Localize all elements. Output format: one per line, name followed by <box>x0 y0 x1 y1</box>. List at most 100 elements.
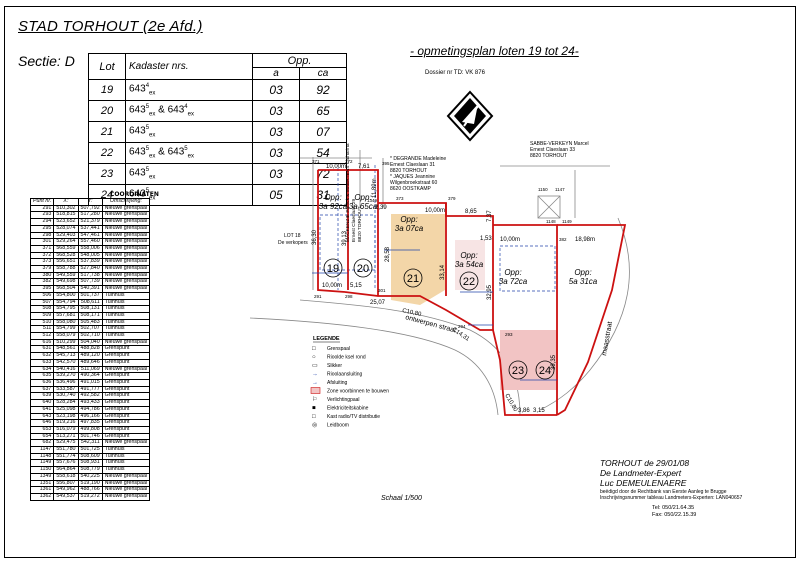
kad-extra-sub: ex <box>187 153 194 160</box>
lot-number-label: 22 <box>463 276 475 288</box>
dim-label: 28,58 <box>385 246 391 262</box>
legend-item-label: Kast radio/TV distributie <box>327 414 380 420</box>
legend-swatch <box>310 387 321 394</box>
dim-label: C10,80 <box>402 308 423 318</box>
kadaster-number: 6435ex <box>125 184 253 206</box>
point-number: 301 <box>378 288 386 293</box>
signature-fax: Fax: 050/22.15.39 <box>652 512 697 518</box>
section-label: Sectie: D <box>18 53 75 69</box>
coordinates-caption: COORDINATEN <box>110 191 159 198</box>
legend-symbol-icon: □ <box>312 346 316 352</box>
owner-line: SABBE-VERKEYN Marcel <box>530 141 589 147</box>
point-number: 1147 <box>555 187 565 192</box>
owner-line: 8820 TORHOUT <box>530 153 567 159</box>
kad-sup: 5 <box>145 104 150 111</box>
dim-label: 3,15 <box>533 408 545 414</box>
lot-21-build-zone <box>391 214 445 305</box>
dim-label: 3,86 <box>518 408 530 414</box>
owner-line: Ernest Claeslaan 31 <box>390 162 435 168</box>
signature-registration: Inschrijvingsnummer tableau Landmeters-E… <box>600 495 743 501</box>
legend-item-label: Elektriciteitskabine <box>327 406 369 412</box>
coords-cell: 549,537 <box>53 492 79 501</box>
point-numbers: 371 372 395 373 379 382 291 298 294 293 … <box>312 159 572 337</box>
lot-number-label: 23 <box>512 365 524 377</box>
kad-extra-sup: 5 <box>184 146 188 153</box>
legend-symbol-icon: ⚐ <box>312 396 317 403</box>
legend-symbol-icon: ■ <box>312 406 316 412</box>
dim-label: 33,14 <box>440 264 446 280</box>
kad-base: 643 <box>129 167 146 179</box>
point-number: 373 <box>396 196 404 201</box>
dim-label: 7,37 <box>487 210 493 222</box>
legend-item: →Afsluiting <box>312 380 348 386</box>
scale-label: Schaal 1/500 <box>381 495 422 502</box>
kad-sub: ex <box>149 90 156 97</box>
signature-date: TORHOUT de 29/01/08 <box>600 458 690 468</box>
dim-label: 10,00m <box>326 164 346 170</box>
dim-label: 10,00m <box>500 237 520 243</box>
owner-line: 8820 TORHOUT <box>390 168 427 174</box>
kad-base: 643 <box>129 83 146 95</box>
lot-area-value: 5a 31ca <box>569 277 598 286</box>
lot-18-line: De verkopers <box>278 240 308 246</box>
owner-line: Wilgenbroekstraat 60 <box>390 180 437 186</box>
point-number: 379 <box>448 196 456 201</box>
lot-18-line: LOT 18 <box>284 233 301 239</box>
dim-label: 25,07 <box>370 300 386 306</box>
lot-18-label: LOT 18 De verkopers <box>278 233 308 246</box>
dim-label: 1,53 <box>480 236 492 242</box>
legend: LEGENDE □Grenspaal○Rioolde ksel rond▭Sli… <box>310 336 389 429</box>
point-number: 294 <box>458 324 466 329</box>
legend-item-label: Rioolaansluiting <box>327 372 363 378</box>
lot-number-label: 20 <box>357 263 369 275</box>
lot-area-value: 3a 65ca <box>349 202 378 211</box>
lot-area-title: Opp: <box>324 193 341 202</box>
kad-extra: & 643 <box>158 104 185 116</box>
owner-line: 8820 TORHOUT <box>357 206 363 242</box>
legend-item-label: Slikker <box>327 363 342 369</box>
legend-title: LEGENDE <box>313 336 340 342</box>
owner-line: * JAQUES Jeannine <box>390 174 435 180</box>
signature-contact: Tel: 050/21.64.35 Fax: 050/22.15.39 <box>652 505 696 519</box>
lot-area-value: 3a 54ca <box>455 260 484 269</box>
owner-line: Ernest Claeslaan 29 <box>351 198 357 242</box>
kad-sup: 5 <box>145 125 150 132</box>
kad-sup: 5 <box>145 167 150 174</box>
street-label-maasstraat: maasstraat <box>601 321 614 356</box>
legend-symbol-icon: ◎ <box>312 423 317 429</box>
kad-sup: 5 <box>145 146 150 153</box>
legend-symbol-icon: ▭ <box>312 363 318 369</box>
lot-number-label: 19 <box>327 263 339 275</box>
signature-oath: beëdigd door de Rechtbank van Eerste Aan… <box>600 489 727 495</box>
dim-label: 18,98m <box>575 237 595 243</box>
owner-line: MACKENZIE Patrick & MAERTENS Catharina <box>345 143 351 242</box>
measurement-lines <box>312 249 557 381</box>
lot-area-title: Opp: <box>400 215 417 224</box>
lot-circle <box>508 360 528 380</box>
area-a: 05 <box>252 184 300 206</box>
legend-item: ⚐Verlichtingpaal <box>312 396 360 403</box>
kad-base: 643 <box>129 188 146 200</box>
dim-label: 10,00m <box>322 283 342 289</box>
kad-base: 643 <box>129 104 146 116</box>
area-a: 03 <box>252 163 300 185</box>
page-title: STAD TORHOUT (2e Afd.) <box>18 18 203 35</box>
point-number: 371 <box>312 159 320 164</box>
point-number: 1148 <box>546 219 556 224</box>
point-number: 1150 <box>538 187 548 192</box>
kad-extra-sub: ex <box>187 111 194 118</box>
lot-area-title: Opp: <box>504 268 521 277</box>
point-number: 1149 <box>562 219 572 224</box>
lot-area-value: 3a 07ca <box>395 224 424 233</box>
area-ca: 31 <box>299 184 347 206</box>
coords-cell: Nieuwe grenspaal <box>101 492 151 501</box>
